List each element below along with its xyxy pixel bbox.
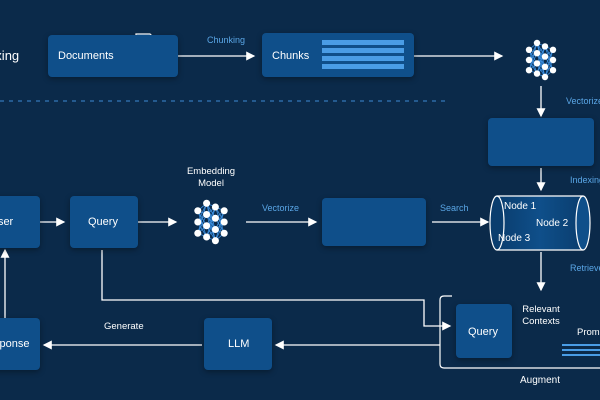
prompt-bar [562,354,600,356]
nn-link [536,46,546,74]
nn-node [211,203,219,211]
nn-node [220,229,228,237]
nn-node [203,222,211,230]
nn-node [533,60,541,67]
chunks-label: Chunks [272,50,310,62]
edge-label-search: Search [440,203,469,213]
nn-node [194,229,202,237]
response-label: Response [0,338,30,350]
nn-link [544,49,554,78]
nn-node [194,207,202,215]
augment-query-node [456,304,512,358]
nn-node [220,218,228,226]
nn-node [541,73,549,81]
chunk-bar [322,40,404,45]
response-node [0,318,40,370]
nn-node [549,56,557,64]
prompt-bar [562,344,600,346]
nn-link [197,203,207,234]
db-node-3-label: Node 3 [498,233,531,244]
relevant-contexts-label: Relevant Contexts [522,304,560,327]
embedding-model-label: Embedding Model [186,166,236,189]
nn-node [211,237,219,245]
db-node-1-label: Node 1 [504,201,537,212]
nn-node [211,214,219,222]
nn-node [525,56,533,64]
edge-label-retrieve: Retrieve [570,263,600,273]
edge-label-vectorize-query: Vectorize [262,203,300,213]
nn-node [533,70,541,77]
query-vector-box [322,198,426,246]
nn-node [549,46,557,53]
vector-store-box-top [488,118,594,166]
augment-label: Augment [520,375,561,386]
query-label: Query [88,216,118,228]
prompt-label: Prompt [577,327,600,338]
vector-database [489,195,591,251]
arrow-query-to-augment [101,250,452,331]
nn-link [215,210,225,241]
section-title-indexing: Indexing [0,48,20,63]
llm-label: LLM [228,338,250,350]
edge-label-generate: Generate [104,321,144,332]
chunk-bar [322,56,404,61]
nn-node [541,43,549,50]
documents-node [48,35,178,77]
nn-node [220,207,228,215]
prompt-bar [562,349,600,351]
nn-node [203,233,211,241]
nn-link [206,206,216,238]
user-label: User [0,216,14,228]
nn-node [525,46,533,53]
chunk-bar [322,48,404,53]
documents-label: Documents [58,50,114,62]
nn-node [525,67,533,74]
nn-node [541,53,549,60]
neural-network-icon-top [525,39,557,81]
nn-node [549,67,557,74]
neural-network-icon-embedding [194,199,228,245]
edge-label-vectorize-top: Vectorize [566,96,600,106]
edge-label-indexing: Indexing [570,175,600,185]
nn-node [533,50,541,57]
edge-label-chunking: Chunking [207,35,246,45]
db-node-2-label: Node 2 [536,218,569,229]
nn-link [528,42,538,71]
chunk-bar [322,64,404,69]
nn-node [203,211,211,219]
llm-node [204,318,272,370]
augment-query-label: Query [468,326,498,338]
nn-node [211,225,219,233]
nn-node [194,218,202,226]
query-node [70,196,138,248]
nn-node [533,39,541,47]
augment-bracket [439,295,600,369]
nn-node [541,63,549,70]
nn-node [203,199,211,207]
user-node [0,196,40,248]
